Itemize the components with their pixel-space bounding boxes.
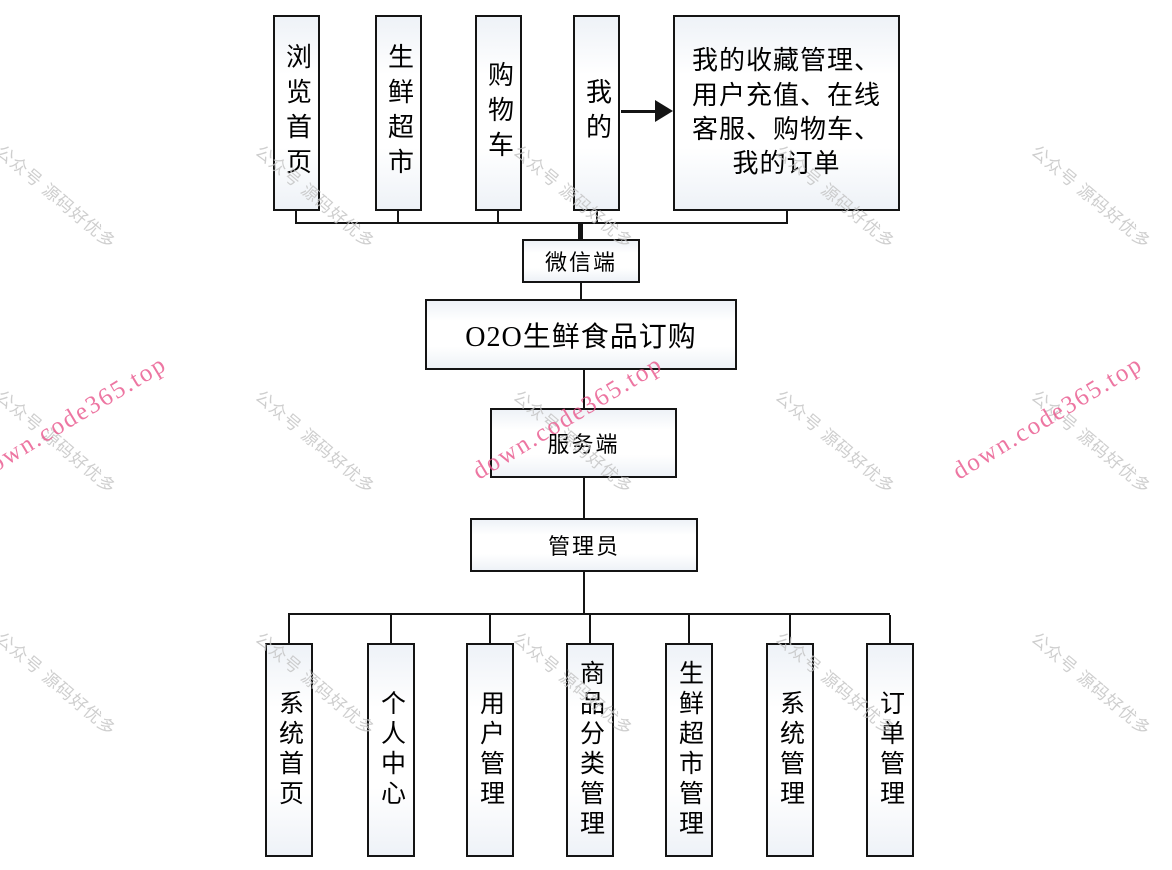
node-my-detail: 我的收藏管理、用户充值、在线客服、购物车、我的订单: [673, 15, 900, 211]
node-my-detail-label: 我的收藏管理、用户充值、在线客服、购物车、我的订单: [691, 46, 881, 179]
node-mine: 我的: [573, 15, 620, 211]
node-cart: 购物车: [475, 15, 522, 211]
watermark-official-account: 公众号 源码好优多: [0, 386, 120, 498]
node-cart-label: 购物车: [484, 60, 514, 166]
node-server: 服务端: [490, 408, 677, 478]
connector-line: [489, 615, 491, 643]
watermark-site: down.code365.top: [948, 350, 1148, 486]
watermark-official-account: 公众号 源码好优多: [0, 141, 120, 253]
node-order-mgmt-label: 订单管理: [876, 690, 904, 810]
connector-line: [596, 211, 598, 223]
watermark-official-account: 公众号 源码好优多: [1027, 386, 1155, 498]
node-fresh-market: 生鲜超市: [375, 15, 422, 211]
connector-line: [688, 615, 690, 643]
connector-line: [288, 615, 290, 643]
node-user-mgmt: 用户管理: [466, 643, 514, 857]
watermark-official-account: 公众号 源码好优多: [251, 386, 379, 498]
node-system-home: 系统首页: [265, 643, 313, 857]
connector-line: [889, 615, 891, 643]
watermark-official-account: 公众号 源码好优多: [1027, 141, 1155, 253]
connector-line: [295, 211, 297, 223]
node-browse-home: 浏览首页: [273, 15, 320, 211]
node-personal-center-label: 个人中心: [377, 690, 405, 810]
node-system-mgmt: 系统管理: [766, 643, 814, 857]
watermark-official-account: 公众号 源码好优多: [771, 386, 899, 498]
node-system: O2O生鲜食品订购: [425, 299, 737, 370]
connector-line: [583, 572, 585, 613]
connector-line: [497, 211, 499, 223]
connector-line: [789, 615, 791, 643]
node-mine-label: 我的: [582, 78, 612, 148]
watermark-official-account: 公众号 源码好优多: [1027, 628, 1155, 740]
node-wechat: 微信端: [522, 239, 640, 283]
node-browse-home-label: 浏览首页: [282, 43, 312, 183]
connector-line: [390, 615, 392, 643]
connector-line: [583, 478, 585, 518]
node-fresh-market-mgmt: 生鲜超市管理: [665, 643, 713, 857]
node-user-mgmt-label: 用户管理: [476, 690, 504, 810]
node-personal-center: 个人中心: [367, 643, 415, 857]
node-system-label: O2O生鲜食品订购: [465, 321, 697, 353]
watermark-official-account: 公众号 源码好优多: [0, 628, 120, 740]
connector-bus-bottom: [288, 613, 890, 615]
connector-line: [786, 211, 788, 223]
connector-line: [397, 211, 399, 223]
connector-line: [578, 223, 583, 239]
node-system-mgmt-label: 系统管理: [776, 690, 804, 810]
connector-line: [589, 615, 591, 643]
node-wechat-label: 微信端: [544, 250, 617, 275]
node-admin-label: 管理员: [547, 534, 620, 559]
node-admin: 管理员: [470, 518, 698, 572]
node-fresh-market-label: 生鲜超市: [384, 43, 414, 183]
node-order-mgmt: 订单管理: [866, 643, 914, 857]
node-category-mgmt: 商品分类管理: [566, 643, 614, 857]
watermark-site: down.code365.top: [0, 350, 172, 486]
node-category-mgmt-label: 商品分类管理: [576, 660, 604, 840]
arrow-line: [621, 110, 658, 113]
connector-line: [580, 283, 582, 299]
node-fresh-market-mgmt-label: 生鲜超市管理: [675, 660, 703, 840]
arrow-head-icon: [655, 100, 673, 122]
node-system-home-label: 系统首页: [275, 690, 303, 810]
connector-line: [583, 370, 585, 408]
node-server-label: 服务端: [547, 432, 620, 457]
connector-bus-top: [295, 222, 788, 224]
